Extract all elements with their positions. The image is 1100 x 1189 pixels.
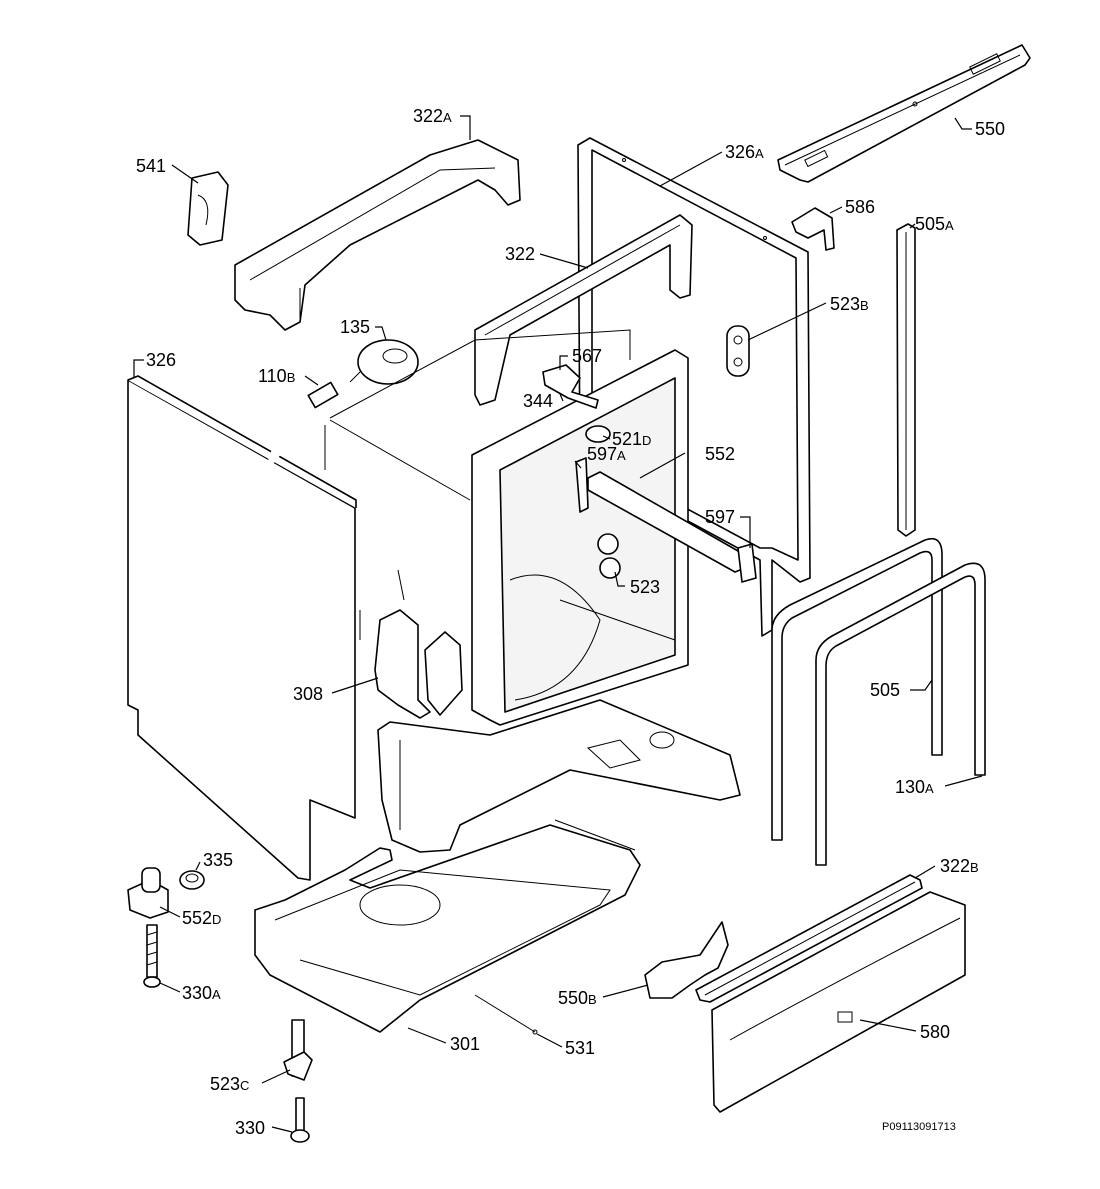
part-580-kickplate (711, 891, 966, 1113)
part-505-seal (771, 537, 943, 841)
part-552d-valve (127, 867, 169, 919)
part-541-clip (187, 171, 229, 246)
label-597a: 597A (587, 444, 626, 464)
label-523b: 523B (830, 294, 869, 314)
leader-lines (133, 115, 983, 1133)
label-335: 335 (203, 850, 233, 870)
label-110b: 110B (258, 366, 295, 386)
label-567: 567 (572, 346, 602, 366)
label-326: 326 (146, 350, 176, 370)
part-base-frame (377, 699, 741, 853)
label-330a: 330A (182, 983, 221, 1003)
part-tub-body (324, 329, 631, 640)
part-308-hinge (374, 569, 463, 719)
label-580: 580 (920, 1022, 950, 1042)
part-550b-clip (644, 921, 729, 999)
label-322b: 322B (940, 856, 979, 876)
part-322a-bracket (234, 139, 521, 331)
part-521d-cap (585, 425, 611, 443)
part-130a-seal (815, 562, 986, 866)
part-550-top-rail (777, 44, 1031, 183)
part-523c-foot (283, 1019, 313, 1081)
part-322b-rail (695, 874, 923, 1003)
label-130a: 130A (895, 777, 934, 797)
part-330a-screw (143, 924, 161, 988)
part-567-344-clip (542, 364, 599, 409)
label-550: 550 (975, 119, 1005, 139)
label-550b: 550B (558, 988, 597, 1008)
part-322-cross-member (474, 214, 693, 406)
label-521d: 521D (612, 429, 651, 449)
label-326a: 326A (725, 142, 764, 162)
part-586-bracket (791, 207, 835, 251)
part-330-screw (290, 1097, 310, 1143)
label-322: 322 (505, 244, 535, 264)
label-135: 135 (340, 317, 370, 337)
label-552d: 552D (182, 908, 221, 928)
part-301-tray (254, 819, 641, 1033)
part-door-frame (471, 349, 689, 726)
label-541: 541 (136, 156, 166, 176)
part-552-bar (575, 457, 757, 583)
part-523b-pad (726, 325, 750, 377)
label-301: 301 (450, 1034, 480, 1054)
label-505a: 505A (915, 214, 954, 234)
label-344: 344 (523, 391, 553, 411)
label-523: 523 (630, 577, 660, 597)
label-308: 308 (293, 684, 323, 704)
part-326-side-panel (127, 375, 357, 881)
label-523c: 523C (210, 1074, 249, 1094)
part-110b-hose (266, 381, 339, 471)
label-597: 597 (705, 507, 735, 527)
label-586: 586 (845, 197, 875, 217)
reference-code: P09113091713 (882, 1121, 956, 1133)
label-531: 531 (565, 1038, 595, 1058)
label-505: 505 (870, 680, 900, 700)
part-labels: 541 322A 326A 550 586 505A 322 523B 135 … (136, 106, 1005, 1138)
label-330: 330 (235, 1118, 265, 1138)
label-322a: 322A (413, 106, 452, 126)
label-552: 552 (705, 444, 735, 464)
part-531-wire (474, 994, 538, 1035)
part-335-nut (179, 870, 205, 890)
part-135-dome (349, 339, 419, 385)
part-505a-strip (896, 223, 916, 537)
